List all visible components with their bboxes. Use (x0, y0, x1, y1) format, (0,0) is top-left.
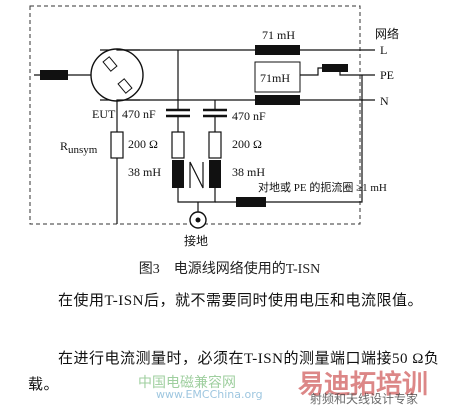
label-eut: EUT (92, 107, 116, 121)
label-inductor-mid: 71mH (260, 71, 290, 85)
eut-wire-top (116, 49, 140, 51)
eut-wire-bottom (116, 99, 140, 101)
resistor-left (171, 131, 185, 159)
choke-inductor (236, 197, 266, 207)
eut-feed-inductor (40, 70, 68, 80)
inductor-38-right (209, 160, 221, 188)
label-network: 网络 (375, 26, 399, 41)
label-ind-right: 38 mH (232, 165, 265, 179)
figure-caption: 图3 电源线网络使用的T-ISN (138, 262, 321, 277)
inductor-38-left (172, 160, 184, 188)
eut-socket (90, 48, 144, 102)
inductor-L (255, 45, 300, 55)
label-PE: PE (380, 68, 394, 82)
watermark-brand-small: 射频和天线设计专家 (310, 392, 419, 406)
inductor-N (255, 95, 300, 105)
enclosure-dashed-box (29, 5, 361, 225)
label-L: L (380, 43, 387, 57)
label-inductor-top: 71 mH (262, 28, 295, 42)
ground-terminal-dot (195, 217, 201, 223)
paragraph-2: 在进行电流测量时，必须在T-ISN的测量端口端接50 Ω负载。 (28, 351, 440, 393)
label-res-left: 200 Ω (128, 137, 158, 151)
inductor-bracket (254, 61, 301, 93)
eut-pin-top (102, 56, 118, 72)
watermark-site-url: www.EMCChina.org (156, 388, 263, 401)
inductor-PE (322, 64, 348, 72)
coupling-link (189, 161, 204, 189)
label-res-right: 200 Ω (232, 137, 262, 151)
label-ind-left: 38 mH (128, 165, 161, 179)
label-runsym: Runsym (60, 139, 98, 156)
label-choke-note: 对地或 PE 的扼流圈 ≥1 mH (258, 180, 387, 194)
resistor-unsym (110, 131, 124, 159)
eut-pin-bottom (117, 78, 133, 94)
label-cap-right: 470 nF (232, 109, 266, 123)
label-cap-left: 470 nF (122, 107, 156, 121)
label-runsym-main: R (60, 139, 68, 153)
choke-line (266, 75, 363, 203)
resistor-right (208, 131, 222, 159)
paragraph-1: 在使用T-ISN后，就不需要同时使用电压和电流限值。 (58, 293, 423, 309)
label-runsym-sub: unsym (68, 144, 98, 156)
label-ground: 接地 (184, 233, 208, 248)
label-N: N (380, 94, 389, 108)
join-bottom (177, 188, 216, 203)
t-isn-circuit-diagram: 网络 L PE N 71 mH 71mH EUT 470 nF 470 nF R… (29, 5, 399, 248)
watermark-brand-big: 易迪拓培训 (298, 370, 429, 400)
watermark-site-cn: 中国电磁兼容网 (138, 375, 236, 391)
